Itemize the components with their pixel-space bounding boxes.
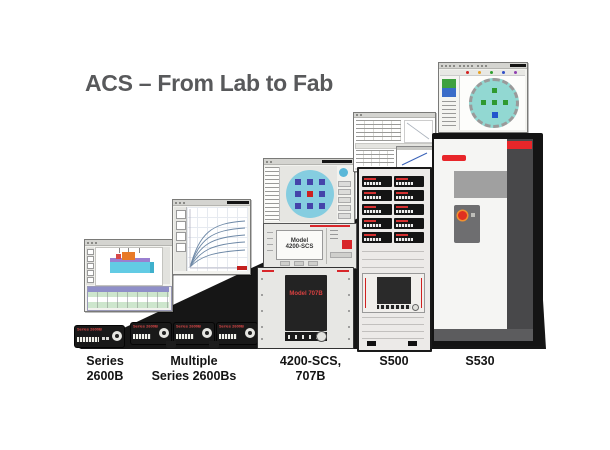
wafer-canvas [280, 166, 337, 222]
window-titlebar [85, 240, 172, 246]
titlebar-dark-segment [322, 160, 352, 163]
connector-row [285, 332, 327, 341]
instrument-display [219, 334, 237, 339]
page-title: ACS – From Lab to Fab [85, 70, 333, 96]
instrument-series-2600b: Series 2600B [75, 326, 124, 347]
instrument-knob [159, 328, 169, 338]
accent-stripe [310, 225, 350, 227]
rack-foot [367, 341, 376, 346]
window-titlebar [439, 63, 527, 69]
matrix-knob [316, 331, 327, 342]
system-s500-rack [357, 167, 432, 352]
spreadsheet-columns-top [356, 120, 401, 141]
tool-palette [86, 247, 94, 285]
inline-plot-panel [404, 120, 433, 143]
device-3d-canvas [95, 247, 163, 286]
screenshot-iv-curve-plot [172, 199, 251, 275]
emo-control-panel [454, 205, 480, 243]
instrument-series-2600b-2: Series 2600B [174, 323, 214, 344]
label-multiple-2600bs: Multiple Series 2600Bs [151, 354, 237, 383]
red-panel-block [342, 240, 352, 249]
screen-text-line1: Model [290, 238, 309, 244]
instrument-knob [202, 328, 212, 338]
cabinet-side-panel [507, 139, 533, 329]
label-s500: S500 [379, 354, 409, 368]
titlebar-dark-segment [510, 64, 526, 67]
titlebar-dark-segment [227, 201, 249, 204]
selected-die [307, 191, 313, 197]
tree-sidebar [265, 167, 280, 221]
tsp-link-cable [209, 341, 219, 348]
window-titlebar [173, 200, 250, 206]
instrument-707b: Model 707B [257, 267, 354, 349]
screenshot-wafer-map [263, 158, 355, 225]
rack-matrix-unit [362, 273, 425, 313]
instrument-faceplate-label: Series 2600B [219, 324, 244, 329]
accent-stripe [507, 141, 532, 149]
iv-curve-family [189, 209, 246, 269]
accent-stripe [337, 270, 349, 272]
instrument-faceplate-label: Series 2600B [133, 324, 158, 329]
instrument-4200-scs: Model 4200-SCS [263, 223, 357, 269]
cabinet-vent-window [454, 171, 507, 198]
screenshot-test-setup-software [84, 239, 173, 312]
instrument-knob [112, 331, 122, 341]
wafer-circle-notched [469, 78, 519, 128]
panel-switch [471, 213, 475, 217]
label-series-2600b: Series 2600B [86, 354, 124, 383]
instrument-screen: Model 4200-SCS [276, 230, 323, 260]
legend-bar [440, 70, 525, 76]
instrument-display [176, 334, 194, 339]
instrument-knob [245, 328, 255, 338]
emergency-off-button [458, 211, 467, 220]
matrix-model-label: Model 707B [289, 291, 323, 297]
selected-die [492, 112, 498, 118]
rack-foot [408, 341, 417, 346]
system-s530-cabinet [432, 133, 543, 346]
stats-sidebar [440, 76, 460, 130]
screenshot-wafer-analysis [438, 62, 528, 133]
accent-stripe [262, 270, 274, 272]
plot-red-badge [237, 266, 247, 270]
screenshot-data-sheet [353, 112, 436, 172]
label-s530: S530 [465, 354, 495, 368]
plot-area [187, 207, 248, 271]
instrument-series-2600b-3: Series 2600B [217, 323, 257, 344]
plot-thumbnail-panel [174, 207, 187, 271]
window-titlebar [264, 159, 354, 165]
histogram-green [442, 79, 456, 88]
spreadsheet-columns-bottom [356, 150, 394, 166]
wafer-canvas [460, 76, 525, 130]
brand-logo-bar [442, 155, 466, 161]
right-panel [163, 247, 170, 284]
label-4200-scs-707b: 4200-SCS, 707B [279, 354, 342, 383]
device-contact [116, 254, 121, 259]
instrument-faceplate-label: Series 2600B [77, 327, 102, 332]
parameter-table [87, 286, 172, 311]
cabinet-base [434, 329, 533, 341]
window-titlebar [354, 113, 435, 118]
tsp-link-cable [166, 341, 176, 348]
instrument-faceplate-label: Series 2600B [176, 324, 201, 329]
embedded-graph-window [396, 146, 434, 170]
wafer-circle [286, 170, 334, 218]
mini-wafer-icon [339, 168, 348, 177]
instrument-series-2600b-1: Series 2600B [131, 323, 171, 344]
instrument-display [133, 334, 151, 339]
device-gate [122, 252, 135, 260]
histogram-blue [442, 88, 456, 97]
device-body [110, 262, 154, 273]
matrix-front-panel: Model 707B [285, 275, 327, 331]
device-top-layer [110, 258, 150, 262]
screen-text-line2: 4200-SCS [285, 244, 314, 250]
stats-text [442, 101, 456, 129]
instrument-display [77, 337, 99, 342]
